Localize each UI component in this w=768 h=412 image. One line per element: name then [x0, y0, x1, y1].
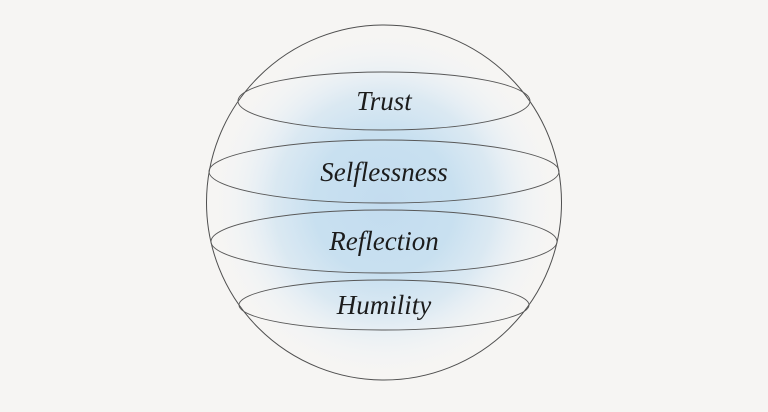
- sphere-outline: [206, 24, 562, 381]
- layer-band-reflection: [210, 209, 558, 274]
- layer-label-selflessness: Selflessness: [320, 157, 448, 187]
- layer-label-humility: Humility: [336, 290, 432, 320]
- layer-label-reflection: Reflection: [328, 226, 438, 256]
- layer-label-trust: Trust: [356, 86, 413, 116]
- layer-band-selflessness: [208, 139, 560, 204]
- layer-band-trust: [237, 71, 531, 131]
- layer-band-humility: [238, 279, 530, 331]
